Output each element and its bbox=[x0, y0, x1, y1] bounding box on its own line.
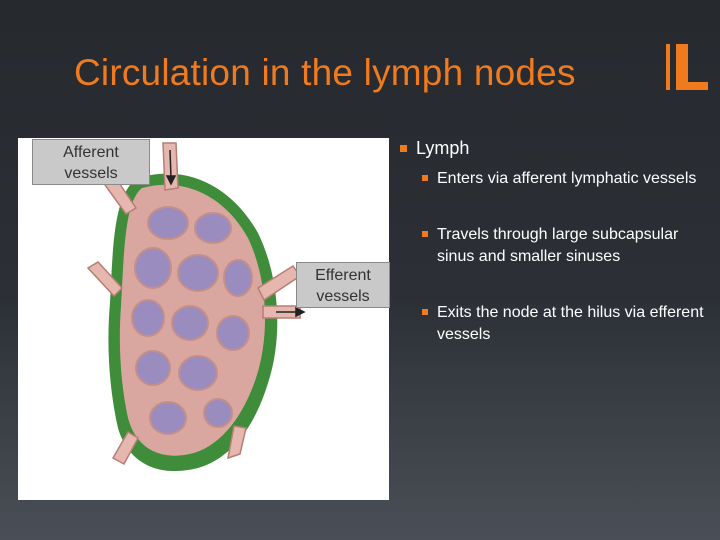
bullet-heading-text: Lymph bbox=[416, 138, 470, 158]
bullet-item-text: Enters via afferent lymphatic vessels bbox=[437, 170, 697, 187]
corner-decoration bbox=[666, 44, 708, 90]
flow-arrows bbox=[165, 149, 306, 318]
afferent-label-line1: Afferent bbox=[63, 144, 119, 161]
afferent-vessels-label: Afferent vessels bbox=[32, 139, 150, 185]
bullet-heading: Lymph bbox=[398, 136, 708, 160]
efferent-label-line2: vessels bbox=[316, 288, 370, 305]
deco-base-bar bbox=[676, 82, 708, 90]
bullet-item: Travels through large subcapsular sinus … bbox=[398, 224, 708, 268]
bullet-item: Exits the node at the hilus via efferent… bbox=[398, 302, 708, 346]
lymph-node-drawing bbox=[86, 142, 306, 472]
efferent-vessels-label: Efferent vessels bbox=[296, 262, 390, 308]
efferent-label-line1: Efferent bbox=[315, 267, 371, 284]
bullet-item-text: Travels through large subcapsular sinus … bbox=[437, 226, 679, 265]
bullet-item: Enters via afferent lymphatic vessels bbox=[398, 168, 708, 190]
deco-thick-bar bbox=[676, 44, 688, 90]
slide-title: Circulation in the lymph nodes bbox=[74, 52, 576, 93]
deco-thin-bar bbox=[666, 44, 670, 90]
bullet-item-text: Exits the node at the hilus via efferent… bbox=[437, 304, 704, 343]
node-lobules bbox=[131, 206, 253, 435]
lymph-node-illustration bbox=[18, 138, 389, 500]
bullet-list: Lymph Enters via afferent lymphatic vess… bbox=[398, 136, 708, 346]
afferent-label-line2: vessels bbox=[64, 165, 118, 182]
